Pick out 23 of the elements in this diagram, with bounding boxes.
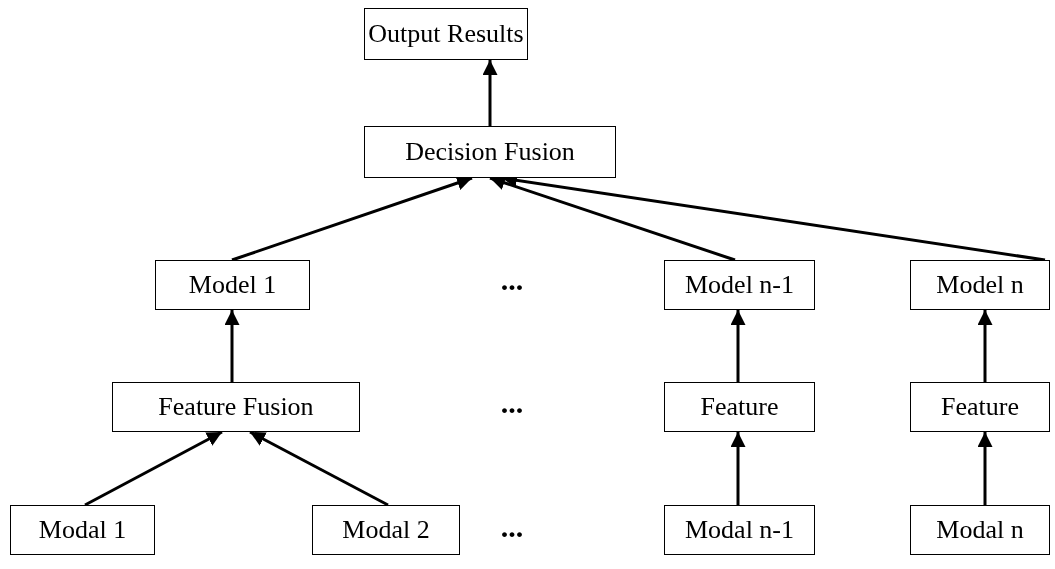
arrow (730, 310, 746, 382)
process-box: Feature Fusion (112, 382, 360, 432)
process-box: Modal n (910, 505, 1050, 555)
process-box: Feature (664, 382, 815, 432)
process-box: Modal n-1 (664, 505, 815, 555)
ellipsis-text: ... (500, 265, 524, 295)
process-box: Feature (910, 382, 1050, 432)
arrow (730, 432, 746, 505)
process-box: Modal 1 (10, 505, 155, 555)
arrow (977, 432, 993, 505)
process-box: Model n-1 (664, 260, 815, 310)
process-box: Model n (910, 260, 1050, 310)
arrow (224, 310, 240, 382)
ellipsis-text: ... (500, 512, 524, 542)
ellipsis-text: ... (500, 388, 524, 418)
arrow (84, 430, 223, 507)
process-box: Decision Fusion (364, 126, 616, 178)
arrow (977, 310, 993, 382)
arrow (249, 430, 389, 507)
process-box: Modal 2 (312, 505, 460, 555)
arrow (482, 60, 498, 126)
process-box: Output Results (364, 8, 528, 60)
process-box: Model 1 (155, 260, 310, 310)
